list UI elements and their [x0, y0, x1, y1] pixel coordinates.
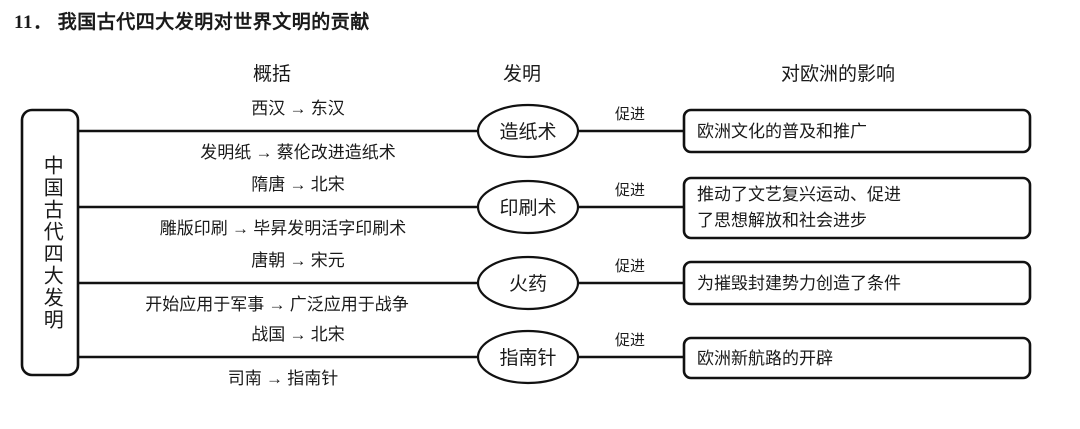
summary-bottom-4: 司南 → 指南针 [228, 369, 339, 388]
summary-top-4: 战国 → 北宋 [251, 325, 345, 344]
invention-label-1: 造纸术 [499, 121, 556, 143]
summary-top-3: 唐朝 → 宋元 [251, 250, 345, 270]
invention-label-2: 印刷术 [499, 197, 556, 219]
invention-label-3: 火药 [509, 273, 547, 295]
page-title: 11． 我国古代四大发明对世界文明的贡献 [14, 12, 370, 33]
column-header-invention: 发明 [503, 64, 542, 85]
effect-text-2-line-1: 推动了文艺复兴运动、促进 [697, 185, 901, 204]
promote-label-2: 促进 [615, 182, 645, 199]
effect-box-2 [682, 176, 1032, 240]
effect-box-4 [682, 336, 1032, 380]
summary-bottom-1: 发明纸 → 蔡伦改进造纸术 [200, 143, 396, 162]
effect-text-4-line-1: 欧洲新航路的开辟 [697, 349, 833, 368]
effect-box-3 [682, 260, 1032, 306]
summary-bottom-2: 雕版印刷 → 毕昇发明活字印刷术 [160, 219, 407, 238]
column-header-impact: 对欧洲的影响 [781, 64, 896, 85]
effect-text-1-line-1: 欧洲文化的普及和推广 [697, 122, 867, 141]
promote-label-3: 促进 [615, 258, 645, 275]
column-header-summary: 概括 [253, 64, 292, 85]
root-node-box [20, 108, 80, 377]
promote-label-4: 促进 [615, 332, 645, 349]
effect-text-3-line-1: 为摧毁封建势力创造了条件 [697, 274, 901, 293]
summary-top-1: 西汉 → 东汉 [251, 99, 345, 118]
promote-label-1: 促进 [615, 106, 645, 123]
summary-bottom-3: 开始应用于军事 → 广泛应用于战争 [145, 295, 409, 314]
effect-text-2-line-2: 了思想解放和社会进步 [697, 211, 867, 230]
effect-box-1 [682, 108, 1032, 154]
summary-top-2: 隋唐 → 北宋 [251, 174, 345, 194]
invention-label-4: 指南针 [499, 347, 556, 369]
